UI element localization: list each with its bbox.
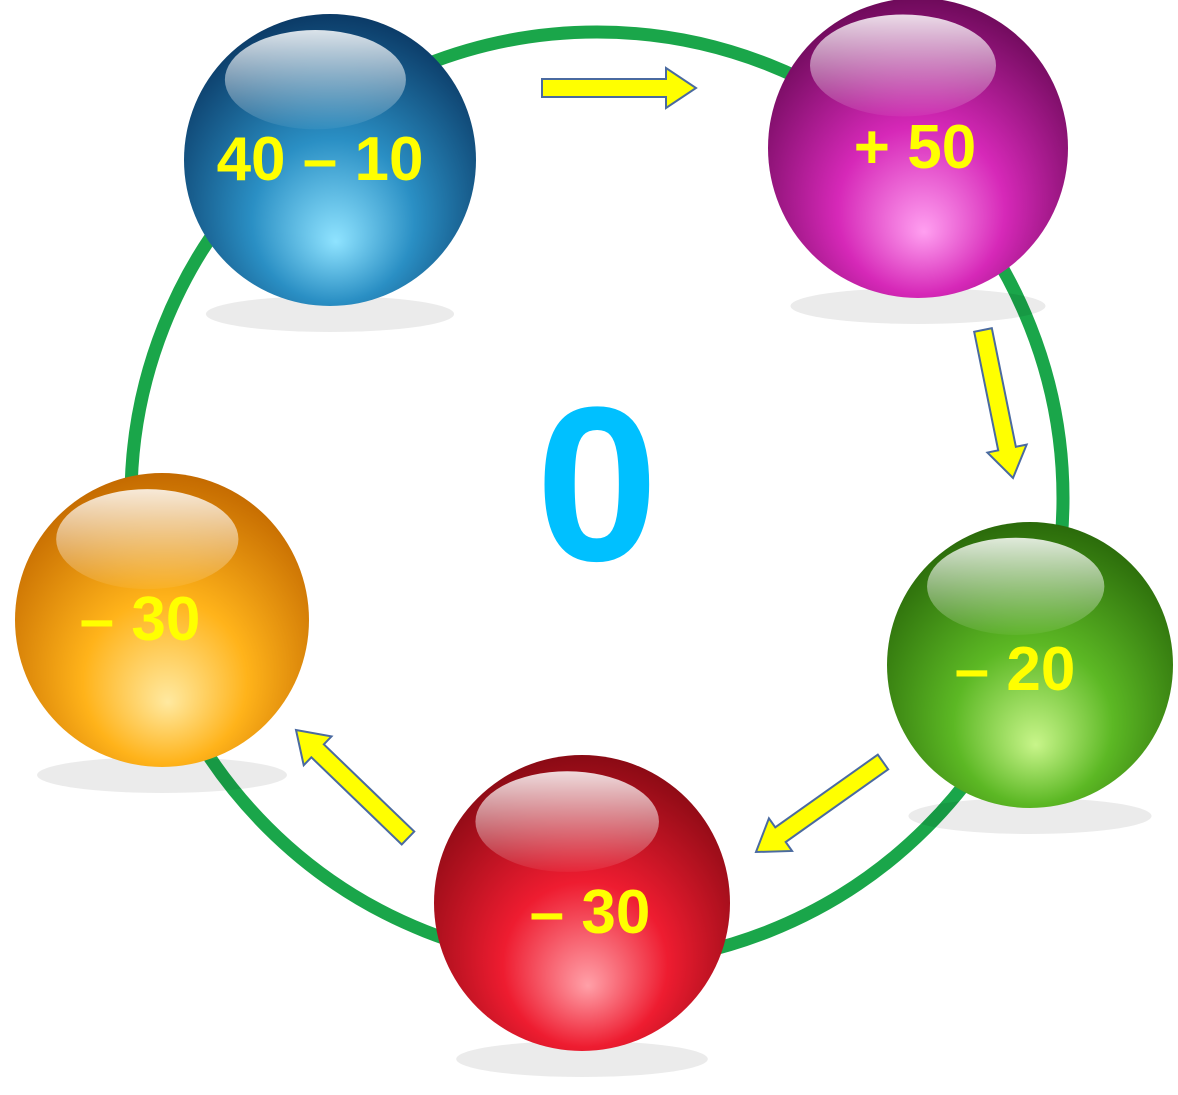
ball-green: – 20 [887,522,1173,834]
ball-blue: 40 – 10 [184,14,476,332]
center-value: 0 [536,361,658,607]
ball-label: 40 – 10 [217,125,424,194]
arrow-2 [963,326,1032,482]
ball-label: – 20 [955,635,1076,704]
arrow-3 [744,746,894,869]
ball-highlight [927,538,1104,635]
ball-highlight [475,771,659,872]
arrow-1 [542,68,696,108]
ball-label: – 30 [530,878,651,947]
ball-red: – 30 [434,755,730,1077]
ball-highlight [56,489,238,589]
ball-label: + 50 [854,113,976,182]
ball-label: – 30 [80,585,201,654]
arrow-4 [282,716,422,853]
ball-orange: – 30 [15,473,309,793]
ball-highlight [225,30,406,129]
ball-highlight [810,15,996,117]
ball-magenta: + 50 [768,0,1068,324]
